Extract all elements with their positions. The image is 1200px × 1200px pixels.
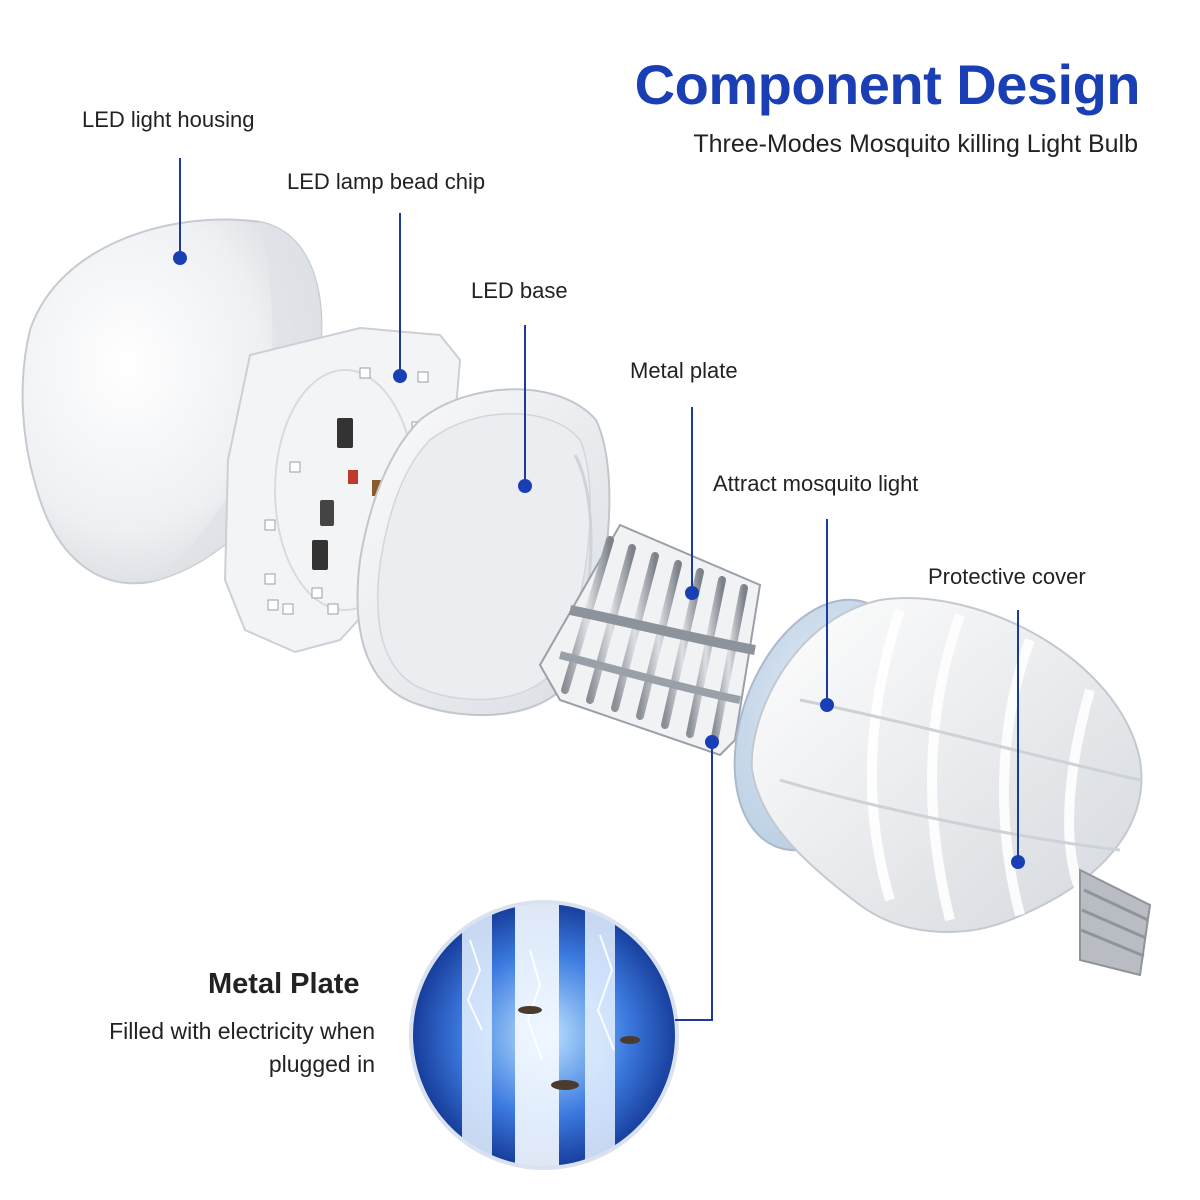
leader-lines: [179, 158, 1019, 1021]
label-led-light-housing: LED light housing: [82, 107, 255, 132]
dot-protective-cover: [1011, 855, 1025, 869]
metal-plate-detail-image: [409, 900, 679, 1170]
page-title: Component Design: [634, 53, 1141, 116]
dot-metal-plate-detail: [705, 735, 719, 749]
dot-metal-plate: [685, 586, 699, 600]
label-attract-mosquito-light: Attract mosquito light: [713, 471, 919, 496]
label-led-base: LED base: [471, 278, 568, 303]
metal-plate-description-line-2: plugged in: [268, 1051, 375, 1077]
label-protective-cover: Protective cover: [928, 564, 1086, 589]
label-metal-plate: Metal plate: [630, 358, 738, 383]
callout-dots: [173, 251, 1025, 869]
led-lamp-bead-chip: [223, 326, 462, 654]
metal-plate-detail-description: Filled with electricity when plugged in: [109, 1015, 375, 1081]
protective-cover: [750, 597, 1152, 977]
dot-led-base: [518, 479, 532, 493]
metal-plate-description-line-1: Filled with electricity when: [109, 1018, 375, 1044]
page-subtitle: Three-Modes Mosquito killing Light Bulb: [693, 130, 1138, 158]
dot-led-lamp-bead-chip: [393, 369, 407, 383]
metal-plate-detail-title: Metal Plate: [208, 968, 360, 1000]
dot-attract-mosquito-light: [820, 698, 834, 712]
dot-led-light-housing: [173, 251, 187, 265]
label-led-lamp-bead-chip: LED lamp bead chip: [287, 169, 486, 194]
led-base: [356, 388, 611, 717]
